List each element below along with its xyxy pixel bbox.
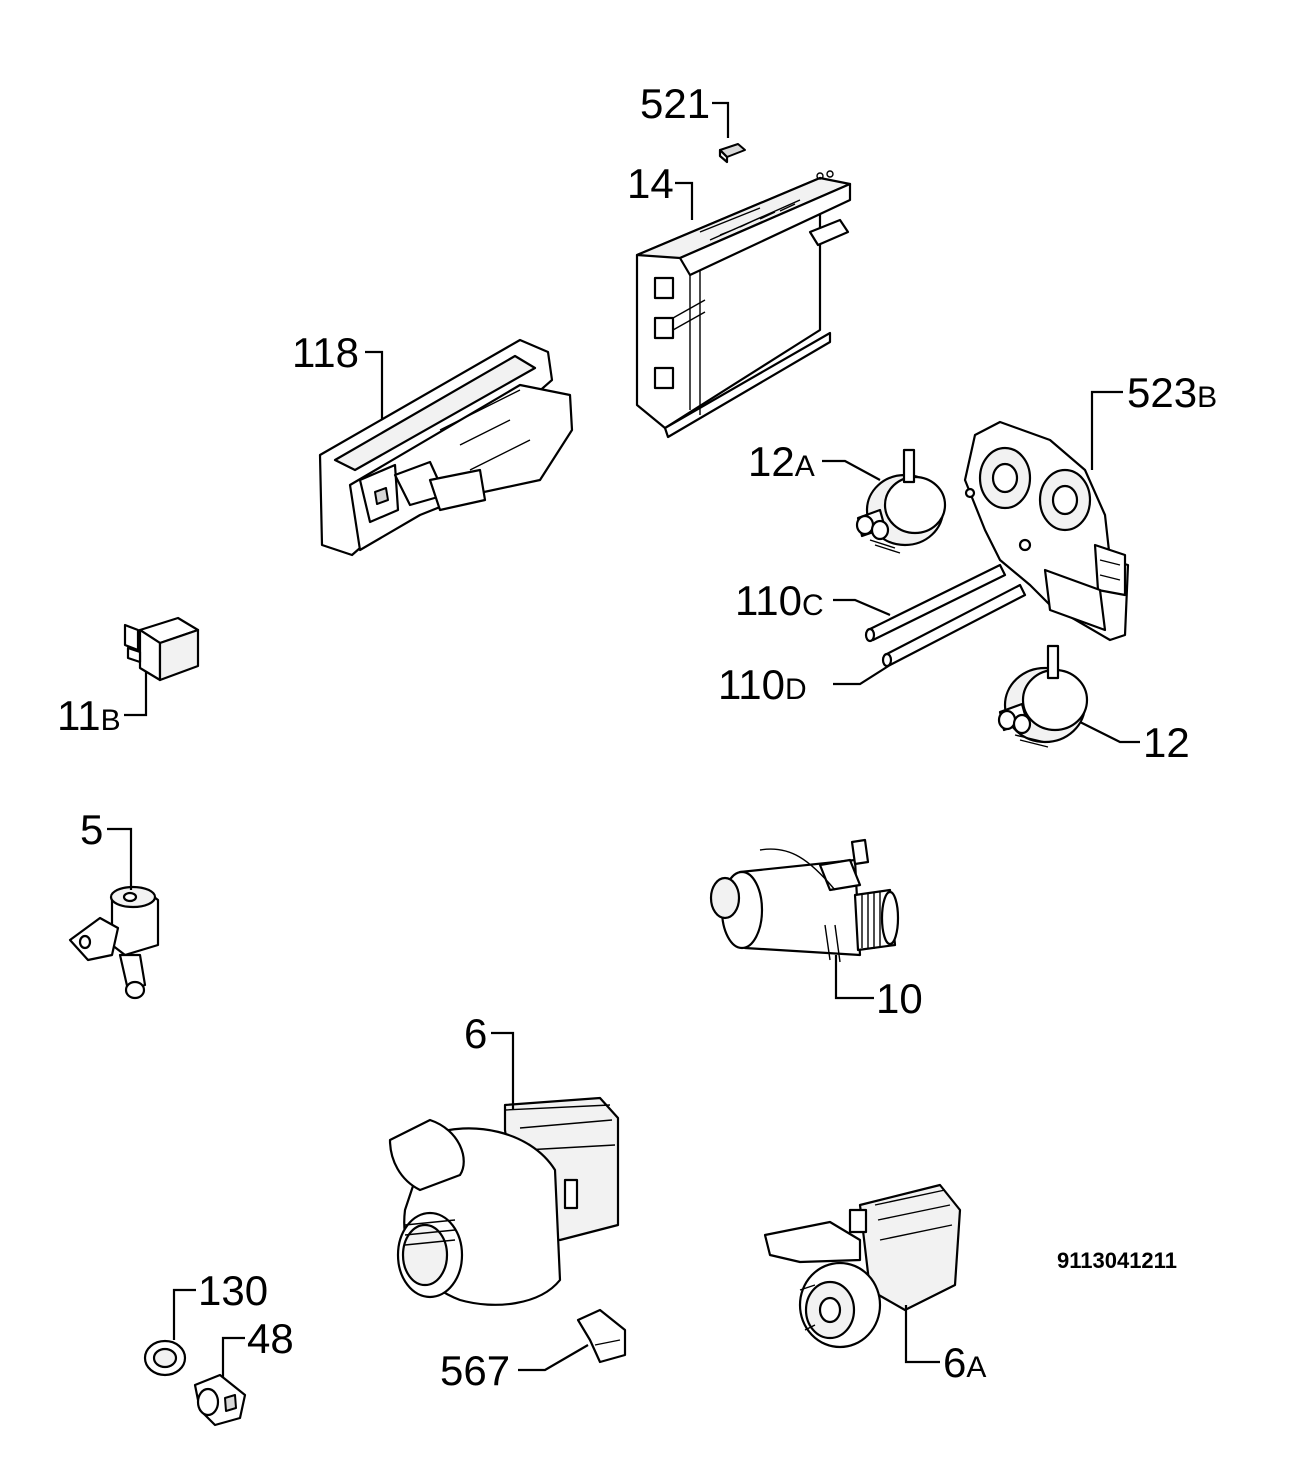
label-12: 12 (1143, 719, 1190, 766)
leader-48 (221, 1336, 245, 1378)
part-110c-hose (864, 563, 1007, 643)
label-5: 5 (80, 806, 103, 853)
label-523b: 523B (1127, 369, 1217, 416)
leader-110d (833, 664, 891, 686)
part-6a-drain-pump (763, 1183, 962, 1349)
part-130-seal (143, 1339, 187, 1377)
label-10: 10 (876, 975, 923, 1022)
part-567-clip (576, 1308, 627, 1364)
leader-6a (904, 1305, 940, 1364)
label-118: 118 (292, 329, 359, 376)
label-11b: 11B (57, 692, 121, 739)
leader-10 (834, 955, 874, 1000)
leader-12 (1079, 721, 1140, 744)
part-110d-hose (881, 583, 1027, 668)
leader-118 (365, 350, 384, 420)
label-48: 48 (247, 1315, 294, 1362)
part-5-inlet-valve (68, 885, 160, 1000)
leader-110c (833, 598, 891, 617)
leader-523b (1090, 390, 1123, 470)
label-6: 6 (464, 1010, 487, 1057)
part-10-heater (709, 838, 900, 963)
leader-lines (107, 101, 1140, 1378)
label-521: 521 (640, 80, 710, 127)
leader-5 (107, 827, 133, 890)
part-14-electronic-module (635, 170, 852, 439)
label-567: 567 (440, 1347, 510, 1394)
part-521-clip (718, 143, 746, 164)
leader-12a (822, 459, 881, 481)
leader-14 (675, 181, 694, 220)
leader-6 (491, 1031, 515, 1110)
part-6-circulation-pump (388, 1096, 620, 1306)
part-12-pressure-switch (997, 644, 1089, 748)
leader-567 (518, 1344, 589, 1372)
part-12a-pressure-switch (855, 448, 947, 554)
label-110c: 110C (735, 577, 824, 624)
part-523b-bracket (963, 420, 1130, 642)
label-6a: 6A (943, 1339, 986, 1386)
label-110d: 110D (718, 661, 807, 708)
leader-521 (712, 101, 730, 138)
leader-130 (172, 1288, 196, 1340)
label-14: 14 (627, 160, 674, 207)
part-labels: 521 14 118 523B 12A 110C 110D 12 11B 5 1… (57, 80, 1217, 1394)
leader-11b (124, 672, 148, 717)
part-118-dispenser (318, 338, 574, 557)
part-48-plug (193, 1373, 247, 1427)
part-11b-relay (123, 616, 200, 682)
drawing-code: 9113041211 (1057, 1248, 1177, 1273)
label-12a: 12A (748, 438, 815, 485)
label-130: 130 (198, 1267, 268, 1314)
